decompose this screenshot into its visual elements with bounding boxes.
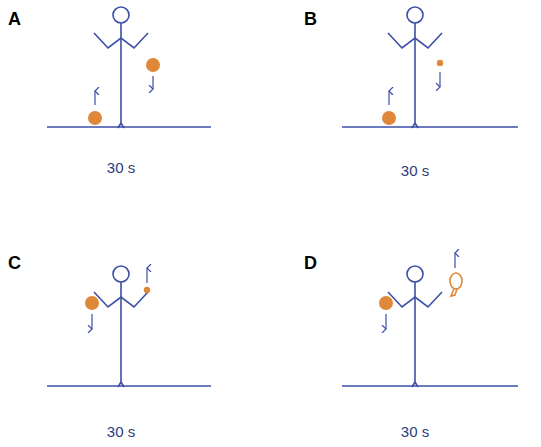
stick-figure: [94, 7, 148, 128]
ball: [379, 296, 393, 310]
stick-figure: [94, 266, 148, 387]
motion-arrow: [91, 314, 92, 329]
panel-letter: D: [304, 254, 317, 272]
ground-line: [47, 126, 211, 127]
motion-arrow: [94, 91, 95, 105]
ball: [85, 296, 99, 310]
stick-figure: [388, 266, 442, 387]
ball: [146, 58, 160, 72]
panel-letter: C: [8, 254, 21, 272]
motion-arrow: [152, 76, 153, 89]
duration-label: 30 s: [107, 424, 135, 439]
motion-arrow: [439, 72, 440, 87]
motion-arrow: [388, 91, 389, 105]
ball: [88, 111, 102, 125]
ground-line: [47, 385, 211, 386]
duration-label: 30 s: [401, 163, 429, 178]
ball: [382, 111, 396, 125]
motion-arrow: [454, 253, 455, 268]
panel-letter: A: [8, 10, 21, 28]
motion-arrow: [146, 268, 147, 283]
stick-figure: [388, 7, 442, 128]
paddle: [450, 273, 462, 296]
small-ball: [144, 287, 150, 293]
small-ball: [437, 60, 443, 66]
ground-line: [342, 126, 518, 127]
motion-arrow: [385, 314, 386, 329]
panel-letter: B: [304, 10, 317, 28]
duration-label: 30 s: [401, 424, 429, 439]
ground-line: [342, 385, 518, 386]
duration-label: 30 s: [107, 160, 135, 175]
